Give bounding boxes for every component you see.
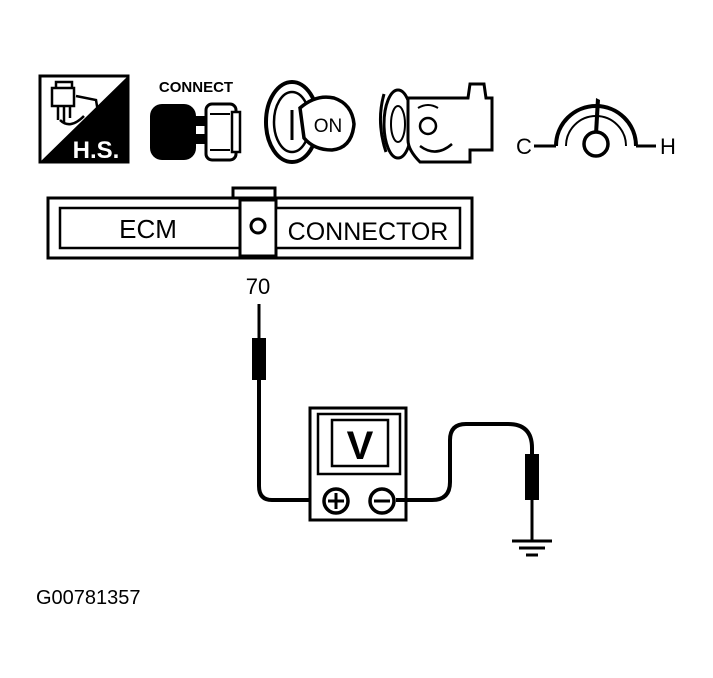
temp-hot-label: H [660,134,676,159]
ecm-connector: ECM CONNECTOR [46,186,474,260]
figure-id: G00781357 [36,587,141,609]
voltmeter-icon: V [308,406,408,522]
engine-running-icon [379,82,494,164]
ignition-label: ON [314,116,343,137]
harness-label: H.S. [73,137,120,164]
wiring-harness-icon: H.S. [38,74,130,164]
positive-probe [252,304,318,502]
meter-display: V [347,424,374,468]
ecm-label: ECM [119,214,177,244]
ground-icon [512,539,552,557]
ignition-key-icon: ON [264,80,356,164]
connector-label: CONNECTOR [288,218,449,246]
terminal-number: 70 [246,274,270,299]
plus-terminal-icon [322,487,350,515]
negative-lead [396,422,539,540]
connect-label: CONNECT [159,79,233,96]
temperature-gauge-icon: C H [516,98,676,159]
minus-terminal-icon [368,487,396,515]
connector-plug-icon: CONNECT [150,79,242,162]
temp-cold-label: C [516,134,532,159]
